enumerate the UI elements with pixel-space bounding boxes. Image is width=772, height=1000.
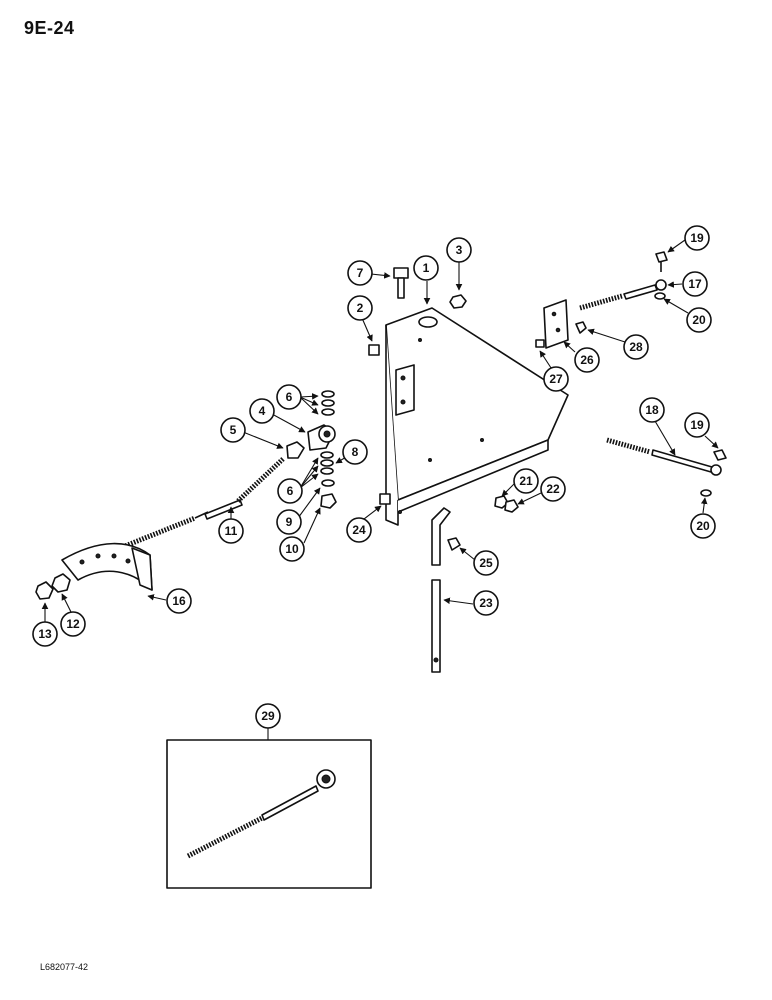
callout-26: 26 (574, 347, 600, 373)
callout-6b: 6 (277, 478, 303, 504)
svg-text:20: 20 (692, 313, 706, 327)
callout-21: 21 (513, 468, 539, 494)
callout-17: 17 (682, 271, 708, 297)
bolt-7 (370, 267, 409, 299)
svg-text:3: 3 (456, 243, 463, 257)
callout-11: 11 (218, 518, 244, 544)
nuts-12-13 (35, 573, 72, 622)
callout-19b: 19 (684, 412, 710, 438)
rod-18 (606, 420, 727, 514)
callout-22: 22 (540, 476, 566, 502)
svg-text:16: 16 (172, 594, 186, 608)
svg-text:5: 5 (230, 423, 237, 437)
callout-10: 10 (279, 536, 305, 562)
callout-23: 23 (473, 590, 499, 616)
nuts-21-22 (494, 483, 542, 513)
callout-19a: 19 (684, 225, 710, 251)
plate-26 (535, 299, 626, 375)
callout-25: 25 (473, 550, 499, 576)
callout-28: 28 (623, 334, 649, 360)
callout-13: 13 (32, 621, 58, 647)
svg-text:4: 4 (259, 404, 266, 418)
svg-text:6: 6 (286, 390, 293, 404)
svg-text:26: 26 (580, 353, 594, 367)
svg-text:18: 18 (645, 403, 659, 417)
callout-27: 27 (543, 366, 569, 392)
svg-text:12: 12 (66, 617, 80, 631)
svg-text:24: 24 (352, 523, 366, 537)
figure-code: L682077-42 (40, 962, 89, 972)
svg-text:8: 8 (352, 445, 359, 459)
rod-end-assembly (242, 390, 349, 544)
callout-1: 1 (413, 255, 439, 281)
svg-text:11: 11 (225, 524, 238, 538)
strap-23 (431, 507, 476, 673)
svg-text:19: 19 (690, 231, 704, 245)
svg-text:28: 28 (629, 340, 643, 354)
callout-3: 3 (446, 237, 472, 263)
callout-8: 8 (342, 439, 368, 465)
main-plate (385, 307, 569, 526)
svg-text:1: 1 (423, 261, 430, 275)
rod-17 (579, 239, 689, 314)
callout-18: 18 (639, 397, 665, 423)
callout-4: 4 (249, 398, 275, 424)
callout-20a: 20 (686, 307, 712, 333)
svg-text:22: 22 (546, 482, 560, 496)
svg-text:27: 27 (549, 372, 563, 386)
inset-29 (166, 728, 372, 889)
callout-29: 29 (255, 703, 281, 729)
callout-5: 5 (220, 417, 246, 443)
threaded-rod-11 (119, 456, 286, 551)
callout-2: 2 (347, 295, 373, 321)
svg-text:6: 6 (287, 484, 294, 498)
svg-text:10: 10 (285, 542, 299, 556)
callout-9: 9 (276, 509, 302, 535)
svg-text:7: 7 (357, 266, 364, 280)
curved-bracket-16 (61, 542, 167, 601)
svg-text:21: 21 (519, 474, 533, 488)
svg-text:9: 9 (286, 515, 293, 529)
callout-24: 24 (346, 517, 372, 543)
callout-20b: 20 (690, 513, 716, 539)
svg-text:19: 19 (690, 418, 704, 432)
svg-text:23: 23 (479, 596, 493, 610)
bolt-2 (361, 317, 380, 356)
svg-text:20: 20 (696, 519, 710, 533)
nut-3 (449, 262, 467, 309)
svg-text:2: 2 (357, 301, 364, 315)
svg-text:13: 13 (38, 627, 52, 641)
page-number: 9E-24 (24, 18, 75, 38)
svg-text:25: 25 (479, 556, 493, 570)
callout-16: 16 (166, 588, 192, 614)
svg-text:29: 29 (261, 709, 275, 723)
callout-12: 12 (60, 611, 86, 637)
callout-6a: 6 (276, 384, 302, 410)
callout-7: 7 (347, 260, 373, 286)
svg-text:17: 17 (688, 277, 702, 291)
